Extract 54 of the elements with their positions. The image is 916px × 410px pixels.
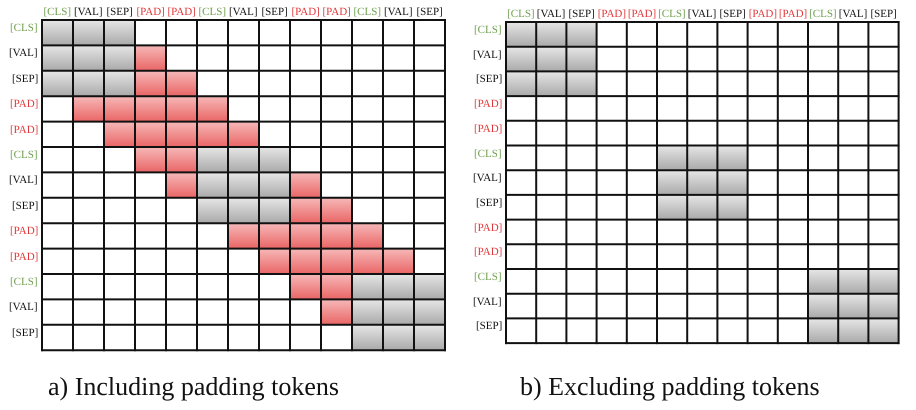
row-token-label: [PAD] [10,250,38,263]
column-token-label: [PAD] [322,6,351,18]
column-token-label: [PAD] [136,6,165,18]
row-token-label: [SEP] [476,73,502,86]
column-token-label: [CLS] [198,6,226,18]
column-token-label: [VAL] [688,8,716,20]
column-token-label: [PAD] [292,6,320,18]
row-token-label: [CLS] [10,276,38,288]
column-token-label: [VAL] [229,6,258,18]
column-token-label: [PAD] [628,8,656,20]
column-token-label: [VAL] [838,8,868,20]
column-token-label: [CLS] [354,6,381,18]
column-token-label: [CLS] [809,8,837,20]
column-token-label: [VAL] [536,8,566,20]
row-token-label: [VAL] [9,174,38,186]
row-token-label: [PAD] [474,246,502,258]
column-token-label: [SEP] [416,6,443,18]
row-token-label: [SEP] [12,200,38,212]
row-token-label: [VAL] [473,48,502,61]
column-token-label: [PAD] [748,8,778,20]
row-token-label: [CLS] [10,149,38,161]
column-token-label: [PAD] [168,6,196,18]
column-token-label: [SEP] [262,6,288,18]
row-token-label: [PAD] [474,98,502,110]
panel-caption: a) Including padding tokens [48,372,339,402]
row-token-label: [SEP] [476,320,502,332]
row-token-label: [PAD] [10,124,38,136]
column-token-label: [SEP] [106,6,133,18]
row-token-label: [CLS] [474,271,502,283]
row-token-label: [PAD] [474,122,502,135]
column-token-label: [PAD] [778,8,808,20]
row-token-label: [VAL] [473,296,502,308]
row-token-label: [CLS] [474,24,502,36]
column-token-label: [PAD] [598,8,626,20]
row-token-label: [SEP] [12,72,38,85]
column-token-label: [CLS] [658,8,686,20]
row-token-label: [CLS] [474,148,502,160]
column-token-label: [SEP] [568,8,595,20]
column-token-label: [SEP] [720,8,746,20]
column-token-label: [VAL] [74,6,103,18]
column-token-label: [SEP] [870,8,897,20]
row-token-label: [CLS] [10,22,38,34]
column-token-label: [VAL] [384,6,413,18]
row-token-label: [SEP] [12,326,38,339]
row-token-label: [PAD] [474,222,502,234]
row-token-label: [SEP] [476,196,502,209]
column-token-label: [CLS] [44,6,71,18]
row-token-label: [VAL] [9,301,38,314]
row-token-label: [PAD] [10,225,38,238]
row-token-label: [PAD] [10,98,38,110]
panel-caption: b) Excluding padding tokens [520,372,820,402]
row-token-label: [VAL] [9,47,38,60]
column-token-label: [CLS] [507,8,535,20]
row-token-label: [VAL] [473,172,502,184]
